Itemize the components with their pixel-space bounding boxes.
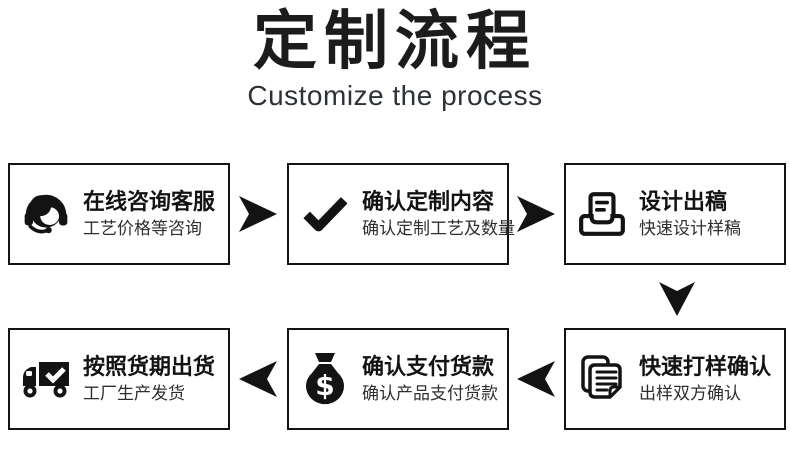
money-bag-icon: $ [299,352,351,406]
step-subtitle: 出样双方确认 [639,384,741,403]
step-subtitle: 快速设计样稿 [639,219,741,238]
step-title: 快速打样确认 [639,353,772,379]
stacked-documents-icon [576,353,628,405]
step-card-online-consult: 在线咨询客服 工艺价格等咨询 [8,163,230,265]
headset-agent-icon [20,189,72,239]
inbox-draft-icon [576,189,628,239]
delivery-truck-icon [20,358,72,400]
step-card-payment: $ 确认支付货款 确认产品支付货款 [287,328,509,430]
step-subtitle: 工厂生产发货 [83,384,185,403]
step-title: 确认支付货款 [362,353,495,379]
page-header: 定制流程 Customize the process [0,0,790,112]
arrow-left-icon [517,361,555,397]
arrow-left-icon [239,361,277,397]
step-card-sample-confirm: 快速打样确认 出样双方确认 [564,328,786,430]
page-title: 定制流程 [253,5,537,77]
arrow-right-icon [239,196,277,232]
step-card-shipment: 按照货期出货 工厂生产发货 [8,328,230,430]
arrow-down-icon [659,282,695,316]
step-title: 设计出稿 [639,188,728,214]
step-title: 按照货期出货 [83,353,216,379]
step-subtitle: 确认产品支付货款 [362,384,498,403]
step-title: 确认定制内容 [362,188,495,214]
arrow-right-icon [517,196,555,232]
step-title: 在线咨询客服 [83,188,216,214]
step-subtitle: 工艺价格等咨询 [83,219,202,238]
step-card-design-draft: 设计出稿 快速设计样稿 [564,163,786,265]
checkmark-icon [299,195,351,233]
step-card-confirm-content: 确认定制内容 确认定制工艺及数量 [287,163,515,265]
svg-text:$: $ [315,369,334,402]
page-subtitle: Customize the process [247,79,543,111]
step-subtitle: 确认定制工艺及数量 [362,219,515,238]
